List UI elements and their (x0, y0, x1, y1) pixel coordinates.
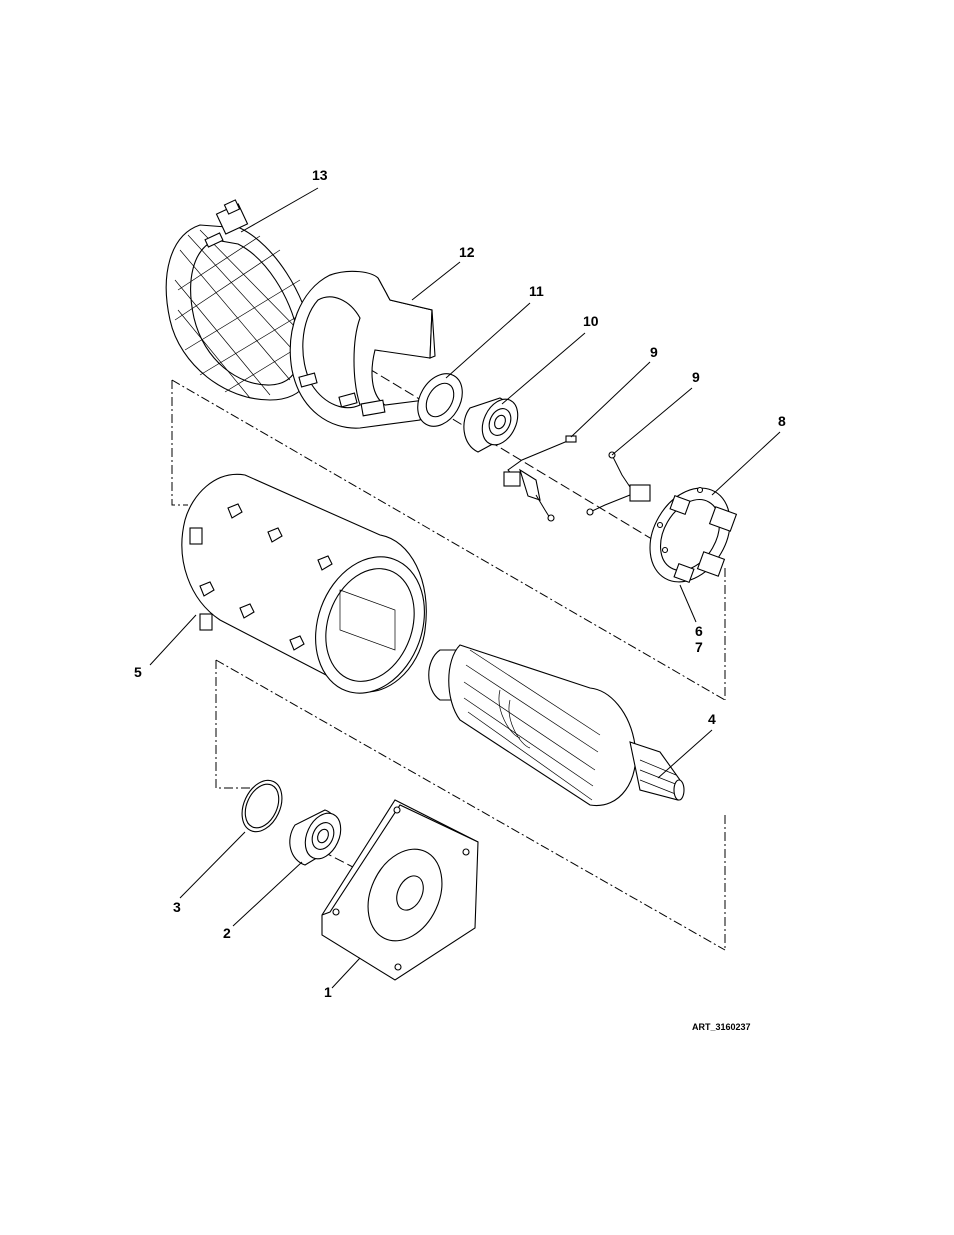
field-frame-part (182, 474, 443, 708)
callout-12: 12 (459, 244, 475, 260)
bearing-lower-part (290, 807, 348, 865)
brush-holder-part (634, 474, 746, 597)
art-id-label: ART_3160237 (692, 1022, 751, 1032)
callout-9-right: 9 (692, 369, 700, 385)
callout-9-left: 9 (650, 344, 658, 360)
callout-13: 13 (312, 167, 328, 183)
bearing-upper-part (464, 393, 525, 452)
end-plate-part (322, 800, 478, 980)
callout-3: 3 (173, 899, 181, 915)
callout-1: 1 (324, 984, 332, 1000)
brush-lead-right-part (587, 452, 650, 515)
callout-2: 2 (223, 925, 231, 941)
callout-5: 5 (134, 664, 142, 680)
brush-lead-left-part (504, 436, 576, 521)
callout-4: 4 (708, 711, 716, 727)
callout-10: 10 (583, 313, 599, 329)
callout-8: 8 (778, 413, 786, 429)
washer-part (409, 366, 472, 434)
brake-housing-part (290, 271, 435, 428)
callout-6: 6 (695, 623, 703, 639)
retaining-ring-part (234, 774, 289, 838)
callout-7: 7 (695, 639, 703, 655)
armature-part (429, 645, 684, 806)
callout-11: 11 (529, 283, 544, 299)
